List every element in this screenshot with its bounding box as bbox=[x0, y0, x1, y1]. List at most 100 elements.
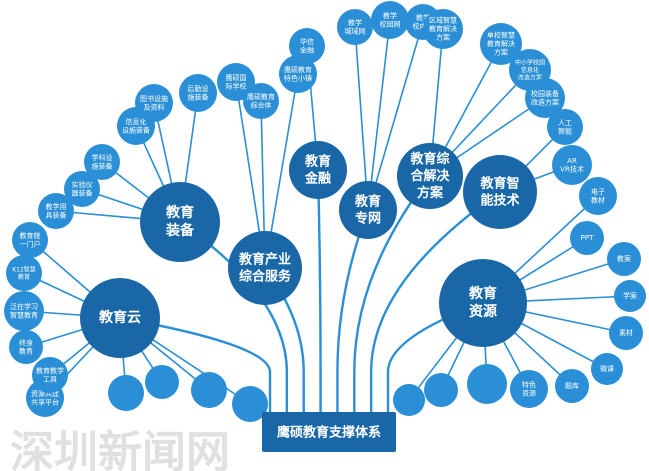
leaf-node-label: 后勤设施装备 bbox=[188, 84, 209, 102]
main-node-label-industry: 教育产业综合服务 bbox=[238, 251, 292, 284]
leaf-node-circle bbox=[337, 9, 373, 45]
leaf-node-label: 素材 bbox=[619, 328, 633, 337]
main-node-finance bbox=[289, 141, 347, 199]
leaf-node-circle bbox=[108, 375, 144, 411]
leaf-node-label: 特色资源 bbox=[522, 380, 536, 398]
leaf-node-circle bbox=[393, 384, 425, 416]
leaf-node-circle bbox=[423, 9, 463, 49]
main-node-resource bbox=[439, 259, 527, 347]
leaf-node-circle bbox=[12, 222, 48, 258]
leaf-node-circle bbox=[555, 369, 589, 403]
watermark-layer: 深圳新闻网 bbox=[10, 427, 230, 471]
leaf-node-circle bbox=[614, 280, 646, 312]
leaf-nodes: 资源共建共享平台教育教学工具终身教育泛在学习智慧教育K12智慧教育教育统一门户教… bbox=[4, 1, 646, 422]
root-label: 鹰硕教育支撑体系 bbox=[277, 425, 381, 441]
leaf-node-label: 实验仪器装备 bbox=[72, 180, 93, 198]
main-node-label-finance: 教育金融 bbox=[304, 153, 331, 186]
leaf-node-label: 信息化设施装备 bbox=[122, 117, 150, 135]
leaf-node-label: 泛在学习智慧教育 bbox=[10, 302, 38, 320]
main-node-industry bbox=[228, 231, 302, 305]
leaf-node-circle bbox=[179, 74, 217, 112]
main-node-label-ai: 教育智能技术 bbox=[479, 175, 519, 208]
leaf-node-circle bbox=[591, 353, 623, 385]
watermark-text: 深圳新闻网 bbox=[10, 427, 230, 471]
leaf-node-label: 校园装备改造方案 bbox=[531, 89, 559, 107]
leaf-node-circle bbox=[84, 144, 120, 180]
leaf-node-label: 教学校内网 bbox=[413, 13, 434, 31]
leaf-node-circle bbox=[609, 316, 643, 350]
leaf-node-circle bbox=[9, 330, 43, 364]
leaf-node-label: 电子教材 bbox=[591, 187, 605, 205]
leaf-node-label: PPT bbox=[581, 234, 594, 242]
leaf-node-circle bbox=[570, 221, 604, 255]
leaf-node-circle bbox=[135, 84, 173, 122]
main-node-cloud bbox=[80, 278, 160, 358]
main-node-label-network: 教育专网 bbox=[354, 193, 381, 226]
leaf-node-label: 华信金融 bbox=[300, 37, 314, 55]
leaf-node-label: 图书设施及资料 bbox=[140, 94, 168, 112]
leaf-node-label: 学案 bbox=[623, 291, 637, 300]
root-label-box bbox=[262, 412, 396, 452]
leaf-node-circle bbox=[607, 242, 641, 276]
leaf-node-circle bbox=[38, 193, 74, 229]
trunk-line-network bbox=[336, 209, 370, 412]
leaf-node-label: 鹰硕教育综合体 bbox=[247, 92, 275, 110]
leaf-node-label: 教学用具装备 bbox=[46, 202, 67, 220]
leaf-node-label: 区域智慧教育解决方案 bbox=[429, 16, 457, 42]
leaf-node-circle bbox=[6, 255, 42, 291]
leaf-connector bbox=[354, 26, 369, 211]
leaf-node-circle bbox=[243, 83, 279, 119]
main-node-label-cloud: 教育云 bbox=[99, 309, 141, 326]
main-node-label-resource: 教育资源 bbox=[469, 285, 497, 320]
leaf-node-label: 学科设施装备 bbox=[92, 153, 113, 171]
leaf-node-label: 教学校园网 bbox=[380, 11, 401, 29]
main-node-label-equip: 教育装备 bbox=[165, 204, 195, 239]
main-node-network bbox=[339, 181, 397, 239]
leaf-node-circle bbox=[279, 55, 317, 93]
leaf-node-circle bbox=[467, 364, 507, 404]
leaf-node-circle bbox=[579, 177, 617, 215]
leaf-node-label: 人工智能 bbox=[558, 119, 572, 136]
leaf-node-circle bbox=[289, 28, 325, 64]
leaf-connector bbox=[367, 21, 424, 211]
leaf-node-label: 教育统一门户 bbox=[20, 231, 41, 249]
leaf-node-label: 教案 bbox=[617, 254, 631, 263]
leaf-node-circle bbox=[525, 78, 565, 118]
main-node-ai bbox=[463, 155, 537, 229]
main-node-label-solution: 教育综合解决方案 bbox=[409, 151, 450, 201]
leaf-node-label: 教育教学工具 bbox=[36, 366, 64, 384]
leaf-node-circle bbox=[64, 171, 100, 207]
leaf-node-circle bbox=[232, 386, 268, 422]
leaf-node-label: 中小学校园信息化改造方案 bbox=[515, 58, 545, 81]
leaf-node-circle bbox=[145, 365, 179, 399]
leaf-connector bbox=[367, 19, 391, 211]
leaf-node-circle bbox=[371, 1, 409, 39]
trunk-line-ai bbox=[369, 191, 501, 412]
leaf-node-circle bbox=[547, 109, 583, 145]
leaf-node-circle bbox=[4, 291, 44, 331]
leaf-node-label: 教学城域网 bbox=[345, 18, 366, 36]
main-node-equip bbox=[140, 182, 220, 262]
leaf-node-circle bbox=[480, 23, 522, 65]
leaf-node-label: 微课 bbox=[600, 364, 614, 373]
leaf-node-circle bbox=[217, 63, 255, 101]
leaf-node-label: 鹰硕国际学校 bbox=[226, 73, 247, 91]
leaf-node-label: 资源共建共享平台 bbox=[31, 389, 59, 407]
root-base: 鹰硕教育支撑体系 bbox=[262, 412, 396, 452]
leaf-node-label: 鹰硕教育特色小镇 bbox=[284, 65, 312, 83]
leaf-node-circle bbox=[510, 370, 548, 408]
leaf-node-circle bbox=[32, 357, 68, 393]
main-node-solution bbox=[397, 143, 463, 209]
leaf-node-label: K12智慧教育 bbox=[12, 265, 36, 281]
leaf-node-label: 终身教育 bbox=[19, 338, 33, 356]
leaf-node-circle bbox=[424, 373, 458, 407]
leaf-node-label: 单校智慧教育解决方案 bbox=[487, 31, 515, 57]
leaf-node-label: 题库 bbox=[565, 381, 579, 390]
leaf-node-circle bbox=[552, 145, 592, 185]
trunk-line-finance bbox=[316, 169, 322, 412]
leaf-node-circle bbox=[191, 372, 227, 408]
